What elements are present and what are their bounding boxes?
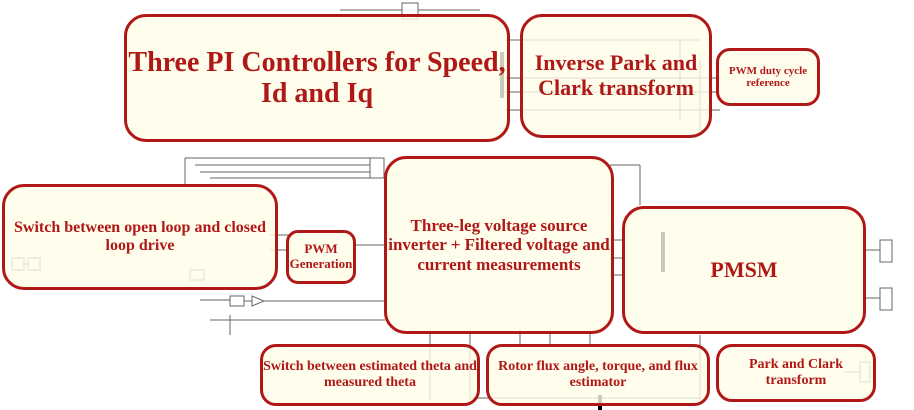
pwm-generation-region: PWM Generation	[286, 230, 356, 284]
inverter-region: Three-leg voltage source inverter + Filt…	[384, 156, 614, 334]
flux-estimator-label: Rotor flux angle, torque, and flux estim…	[498, 359, 698, 390]
inverse-park-clark-label: Inverse Park and Clark transform	[534, 50, 698, 100]
pi-controllers-region: Three PI Controllers for Speed, Id and I…	[124, 14, 510, 142]
switch-loop-label: Switch between open loop and closed loop…	[13, 219, 267, 254]
park-clark-label: Park and Clark transform	[748, 357, 844, 388]
inverter-label: Three-leg voltage source inverter + Filt…	[388, 216, 610, 274]
flux-estimator-region: Rotor flux angle, torque, and flux estim…	[486, 344, 710, 406]
switch-theta-region: Switch between estimated theta and measu…	[260, 344, 480, 406]
pwm-generation-label: PWM Generation	[289, 241, 353, 271]
pmsm-label: PMSM	[710, 256, 778, 282]
pmsm-region: PMSM	[622, 206, 866, 334]
inverse-park-clark-region: Inverse Park and Clark transform	[520, 14, 712, 138]
switch-theta-label: Switch between estimated theta and measu…	[263, 359, 477, 390]
pi-controllers-label: Three PI Controllers for Speed, Id and I…	[128, 46, 506, 109]
pwm-duty-cycle-label: PWM duty cycle reference	[728, 64, 808, 89]
park-clark-region: Park and Clark transform	[716, 344, 876, 402]
switch-loop-region: Switch between open loop and closed loop…	[2, 184, 278, 290]
pwm-duty-cycle-region: PWM duty cycle reference	[716, 48, 820, 106]
